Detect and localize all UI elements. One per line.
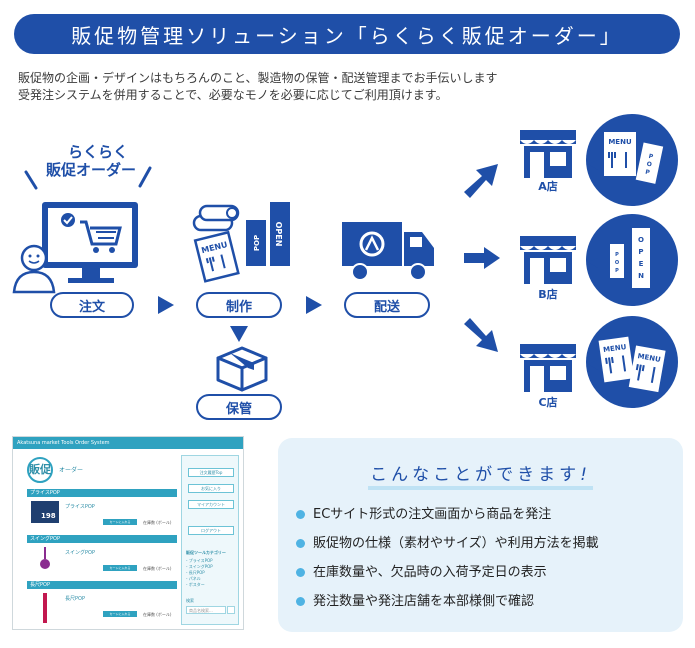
step-production: 制作	[196, 292, 282, 318]
mock-category-item[interactable]: - 長尺POP	[186, 570, 205, 575]
mock-category-item[interactable]: - スイングPOP	[186, 564, 213, 569]
arrow-down-right-icon	[464, 318, 498, 352]
mock-search-label: 検索	[186, 598, 194, 603]
svg-text:P: P	[615, 252, 619, 258]
svg-text:O: O	[638, 236, 644, 244]
svg-text:O: O	[646, 161, 652, 169]
page-title-banner: 販促物管理ソリューション「らくらく販促オーダー」	[14, 14, 680, 54]
store-b-icon	[520, 236, 576, 284]
intro-line-1: 販促物の企画・デザインはもちろんのこと、製造物の保管・配送管理までお手伝いします	[18, 71, 498, 85]
mock-category-item[interactable]: - パネル	[186, 576, 201, 581]
mock-swing-thumb	[39, 547, 51, 569]
mock-app-title: Akatsuna market Tools Order System	[13, 437, 243, 449]
mock-long-thumb	[43, 593, 47, 623]
mock-stock: 在庫数 (ボール)	[143, 566, 172, 571]
svg-text:O: O	[615, 260, 619, 266]
mock-section-long: 長尺POP	[27, 581, 177, 589]
bullet-icon	[296, 568, 305, 577]
intro-text: 販促物の企画・デザインはもちろんのこと、製造物の保管・配送管理までお手伝いします…	[18, 70, 498, 104]
store-a-icon	[520, 130, 576, 178]
mock-search-button[interactable]	[227, 606, 235, 614]
svg-text:MENU: MENU	[603, 343, 627, 354]
mock-logo: 販促	[27, 457, 53, 483]
mock-item-swing: スイングPOP	[65, 550, 95, 556]
slogan-rays	[24, 166, 152, 190]
bullet-icon	[296, 597, 305, 606]
mock-section-swing: スイングPOP	[27, 535, 177, 543]
mock-logout-button[interactable]: ログアウト	[188, 526, 234, 535]
mock-category-item[interactable]: - ポスター	[186, 582, 205, 587]
mock-stock: 在庫数 (ボール)	[143, 520, 172, 525]
mock-cart-button[interactable]: カートに入れる	[103, 519, 137, 525]
slogan-line-1: らくらく	[67, 143, 128, 161]
pop-label: POP	[253, 235, 261, 251]
feature-item: 発注数量や発注店舗を本部様側で確認	[296, 587, 599, 616]
features-list: ECサイト形式の注文画面から商品を発注 販促物の仕様（素材やサイズ）や利用方法を…	[296, 500, 599, 616]
feature-item: 販促物の仕様（素材やサイズ）や利用方法を掲載	[296, 529, 599, 558]
delivery-truck-icon	[342, 222, 434, 281]
slogan-line-2: 販促オーダー	[45, 161, 136, 179]
svg-text:N: N	[638, 272, 644, 280]
store-b-label: B店	[538, 288, 558, 301]
svg-text:P: P	[615, 268, 619, 274]
store-c-label: C店	[538, 396, 558, 409]
step-storage: 保管	[196, 394, 282, 420]
computer-cart-icon	[12, 202, 138, 294]
bullet-icon	[296, 539, 305, 548]
arrow-up-right-icon	[464, 164, 498, 198]
menu-menu-icon: MENU MENU	[588, 336, 666, 393]
menu-pop-icon: MENU P O P	[588, 132, 664, 184]
features-title-underline	[368, 486, 593, 490]
page-title: 販促物管理ソリューション「らくらく販促オーダー」	[71, 23, 623, 48]
arrow-right-icon	[306, 296, 322, 314]
open-label: OPEN	[274, 222, 283, 247]
production-items-icon: MENU POP OPEN	[192, 202, 290, 283]
intro-line-2: 受発注システムを併用することで、必要なモノを必要に応じてご利用頂けます。	[18, 88, 448, 102]
step-order: 注文	[50, 292, 134, 318]
svg-text:P: P	[645, 169, 651, 177]
mock-category-item[interactable]: - プライスPOP	[186, 558, 213, 563]
mock-stock: 在庫数 (ボール)	[143, 612, 172, 617]
feature-item: ECサイト形式の注文画面から商品を発注	[296, 500, 599, 529]
mock-cart-button[interactable]: カートに入れる	[103, 565, 137, 571]
mock-item-price: プライスPOP	[65, 504, 95, 510]
arrow-right-icon	[464, 247, 500, 269]
store-a-label: A店	[538, 180, 558, 193]
svg-text:P: P	[638, 248, 643, 256]
mock-item-long: 長尺POP	[65, 596, 85, 602]
bullet-icon	[296, 510, 305, 519]
svg-text:P: P	[648, 153, 654, 161]
arrow-right-icon	[158, 296, 174, 314]
features-panel: こんなことができます! ECサイト形式の注文画面から商品を発注 販促物の仕様（素…	[278, 438, 683, 632]
mock-account-button[interactable]: マイアカウント	[188, 500, 234, 509]
store-c-icon	[520, 344, 576, 392]
step-delivery: 配送	[344, 292, 430, 318]
mock-category-title: 販促ツールカテゴリー	[186, 550, 226, 555]
mock-price-thumb: 198	[31, 501, 59, 523]
order-system-screenshot: Akatsuna market Tools Order System 販促 オー…	[12, 436, 244, 630]
mock-logo-sub: オーダー	[59, 467, 84, 474]
svg-text:MENU: MENU	[608, 138, 632, 146]
svg-text:E: E	[639, 260, 644, 268]
mock-favorite-button[interactable]: お気に入り	[188, 484, 234, 493]
slogan: らくらく 販促オーダー	[38, 143, 158, 179]
storage-box-icon	[216, 346, 268, 392]
mock-history-button[interactable]: 注文履歴Top	[188, 468, 234, 477]
arrow-down-icon	[230, 326, 248, 342]
features-title: こんなことができます!	[370, 465, 591, 485]
mock-cart-button[interactable]: カートに入れる	[103, 611, 137, 617]
svg-text:MENU: MENU	[637, 352, 662, 364]
mock-search-input[interactable]: 商品名検索...	[186, 606, 226, 614]
mock-section-price: プライスPOP	[27, 489, 177, 497]
feature-item: 在庫数量や、欠品時の入荷予定日の表示	[296, 558, 599, 587]
pop-open-icon: P O P O P E N	[588, 228, 650, 288]
mock-sidebar: 注文履歴Top お気に入り マイアカウント ログアウト 販促ツールカテゴリー -…	[181, 455, 239, 625]
